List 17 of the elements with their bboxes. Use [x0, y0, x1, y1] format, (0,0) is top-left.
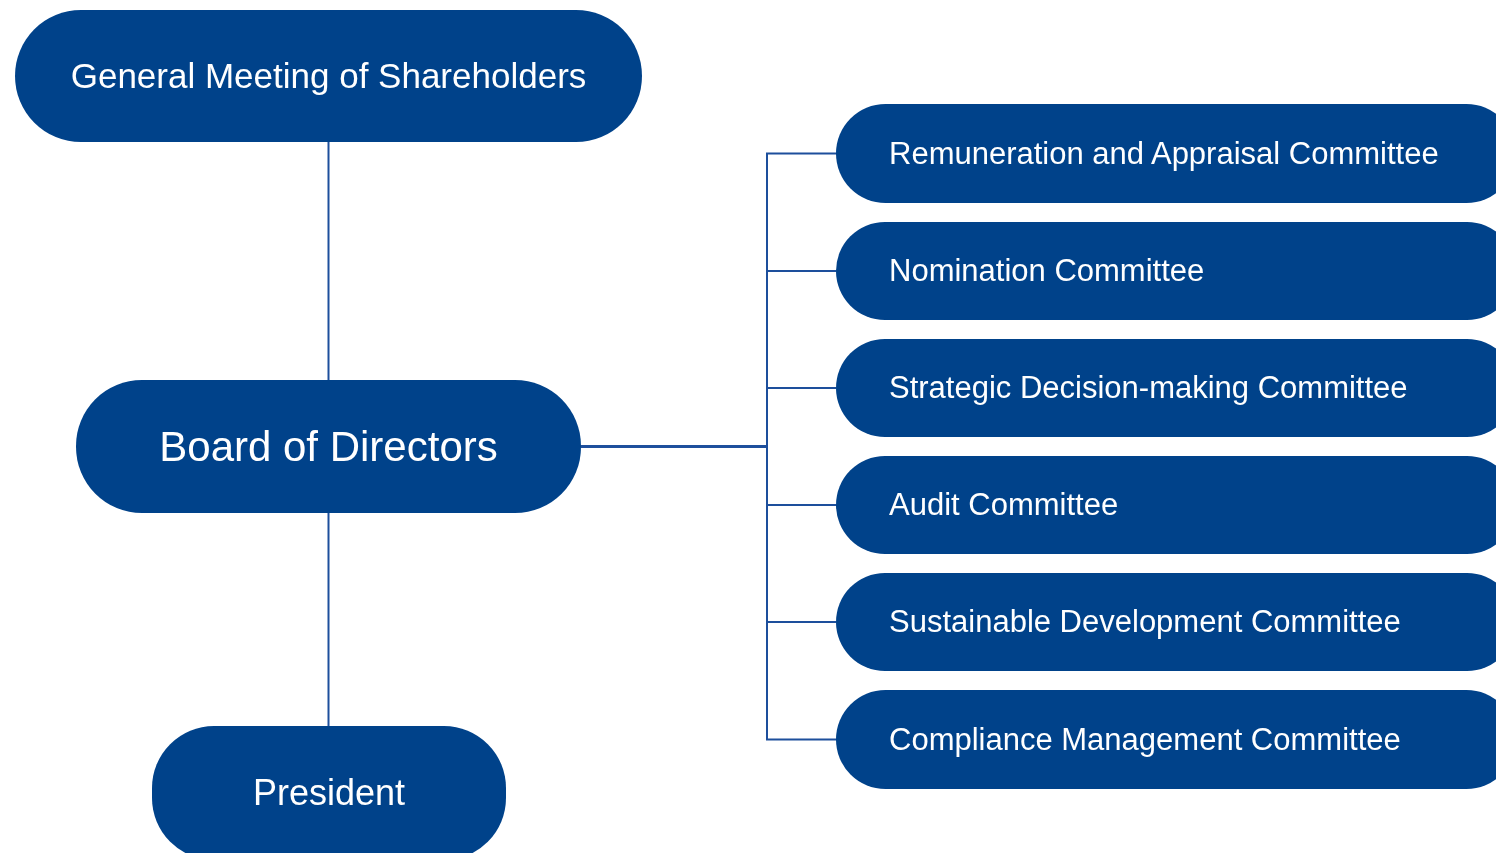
- connector-line: [327, 141, 330, 381]
- committee-node: [836, 456, 1496, 554]
- node-label: Remuneration and Appraisal Committee: [889, 135, 1439, 172]
- committee-node: [836, 222, 1496, 320]
- node-label: Board of Directors: [159, 422, 498, 471]
- node-label: Compliance Management Committee: [889, 721, 1401, 758]
- committee-node: [836, 573, 1496, 671]
- node-label: Sustainable Development Committee: [889, 604, 1401, 640]
- node-label: Nomination Committee: [889, 253, 1205, 289]
- node-label: General Meeting of Shareholders: [70, 56, 587, 96]
- committee-node: [836, 104, 1496, 203]
- node-label: President: [252, 772, 406, 814]
- committee-node: [836, 690, 1496, 789]
- node-label: Audit Committee: [889, 487, 1119, 523]
- node-label: Strategic Decision-making Committee: [889, 370, 1408, 406]
- connector-line: [327, 512, 330, 727]
- committee-node: [836, 339, 1496, 437]
